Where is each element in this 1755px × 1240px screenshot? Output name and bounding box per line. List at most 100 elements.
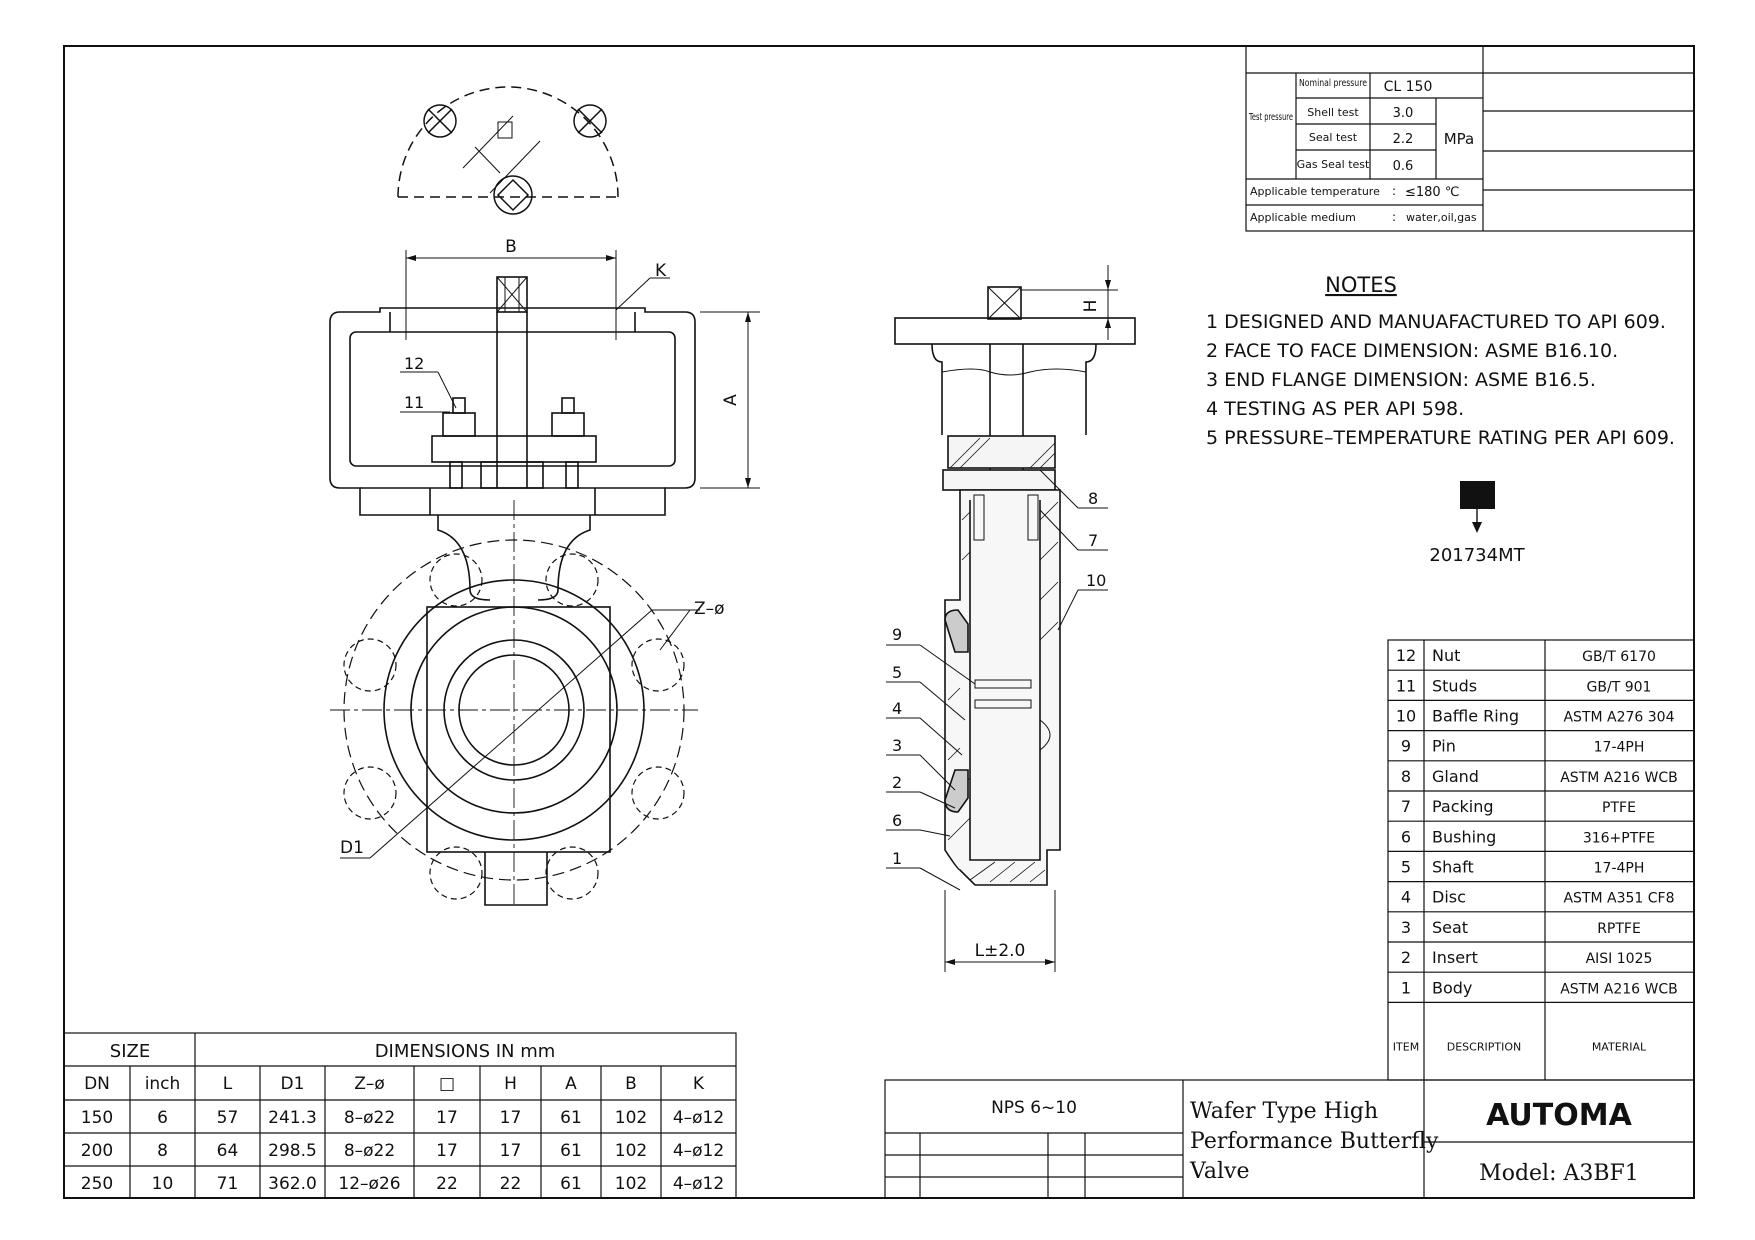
- dim-cell: 64: [217, 1141, 239, 1161]
- dim-label-h: H: [1081, 300, 1101, 313]
- model-number: Model: A3BF1: [1479, 1161, 1639, 1186]
- pressure-table: [1245, 45, 1695, 232]
- dim-cell: 12–ø26: [338, 1174, 400, 1194]
- section-view-drawing: [886, 265, 1136, 972]
- bom-description: Seat: [1432, 918, 1468, 937]
- size-range: NPS 6~10: [991, 1098, 1077, 1118]
- bom-item-number: 12: [1396, 646, 1416, 665]
- dim-cell: 298.5: [268, 1141, 317, 1161]
- dim-cell: 10: [152, 1174, 174, 1194]
- bom-description: Bushing: [1432, 827, 1496, 846]
- balloon-10: 10: [1086, 571, 1106, 590]
- bom-item-number: 1: [1401, 978, 1411, 997]
- balloon-3: 3: [892, 736, 902, 755]
- mounting-pad-top-view: [397, 86, 619, 215]
- bom-material: 17-4PH: [1594, 861, 1645, 877]
- bom-material: ASTM A276 304: [1563, 710, 1674, 726]
- bom-item-number: 5: [1401, 858, 1411, 877]
- front-view-drawing: [329, 250, 760, 906]
- dim-cell: 61: [560, 1108, 582, 1128]
- balloon-5: 5: [892, 663, 902, 682]
- bom-item-number: 9: [1401, 737, 1411, 756]
- dim-cell: 4–ø12: [673, 1141, 724, 1161]
- dim-cell: 17: [436, 1108, 458, 1128]
- medium-label: Applicable medium: [1250, 211, 1356, 224]
- dim-cell: 250: [81, 1174, 113, 1194]
- dim-cell: 150: [81, 1108, 113, 1128]
- bom-description: Body: [1432, 978, 1472, 997]
- dim-cell: 71: [217, 1174, 239, 1194]
- bom-item-number: 7: [1401, 797, 1411, 816]
- balloon-9: 9: [892, 625, 902, 644]
- dim-label-d1: D1: [340, 838, 364, 858]
- dim-cell: 241.3: [268, 1108, 317, 1128]
- dim-cell: 4–ø12: [673, 1174, 724, 1194]
- balloon-8: 8: [1088, 489, 1098, 508]
- title-line: Performance Butterfly: [1190, 1129, 1439, 1154]
- balloon-4: 4: [892, 699, 902, 718]
- balloon-7: 7: [1088, 531, 1098, 550]
- medium-value: water,oil,gas: [1406, 211, 1477, 224]
- shell-test-value: 3.0: [1393, 106, 1414, 121]
- dim-column-header: L: [223, 1074, 233, 1094]
- title-block: [884, 1079, 1695, 1199]
- bom-item-number: 8: [1401, 767, 1411, 786]
- note-item: 2 FACE TO FACE DIMENSION: ASME B16.10.: [1206, 340, 1618, 362]
- dim-cell: 102: [615, 1141, 647, 1161]
- title-line: Valve: [1189, 1159, 1249, 1184]
- bom-description: Shaft: [1432, 858, 1474, 877]
- shell-test-label: Shell test: [1307, 106, 1359, 119]
- bom-header-description: DESCRIPTION: [1447, 1041, 1521, 1054]
- notes-title: NOTES: [1325, 273, 1397, 297]
- test-pressure-label: Test pressure: [1248, 112, 1293, 123]
- dim-cell: 362.0: [268, 1174, 317, 1194]
- dim-cell: 8–ø22: [344, 1141, 395, 1161]
- balloon-2: 2: [892, 773, 902, 792]
- nominal-pressure-label: Nominal pressure: [1299, 78, 1367, 89]
- bom-item-number: 6: [1401, 827, 1411, 846]
- dim-cell: 6: [157, 1108, 168, 1128]
- seal-test-label: Seal test: [1309, 131, 1358, 144]
- bom-material: GB/T 901: [1587, 679, 1652, 695]
- bom-description: Gland: [1432, 767, 1479, 786]
- sheet-border: [63, 45, 1695, 1199]
- medium-colon: :: [1392, 210, 1396, 224]
- note-item: 3 END FLANGE DIMENSION: ASME B16.5.: [1206, 369, 1596, 391]
- dim-label-k: K: [655, 261, 667, 281]
- bom-description: Studs: [1432, 676, 1477, 695]
- dim-cell: 61: [560, 1174, 582, 1194]
- balloon-12: 12: [404, 354, 424, 373]
- bom-item-number: 2: [1401, 948, 1411, 967]
- bom-description: Pin: [1432, 737, 1456, 756]
- balloon-1: 1: [892, 849, 902, 868]
- dimensions-header: DIMENSIONS IN mm: [375, 1041, 556, 1062]
- bom-material: 17-4PH: [1594, 740, 1645, 756]
- temperature-colon: :: [1392, 184, 1396, 198]
- dim-cell: 8–ø22: [344, 1108, 395, 1128]
- dim-label-z: Z–ø: [694, 599, 725, 619]
- dim-label-a: A: [721, 394, 741, 406]
- temperature-label: Applicable temperature: [1250, 185, 1380, 198]
- title-line: Wafer Type High: [1190, 1099, 1378, 1124]
- dim-column-header: DN: [84, 1074, 110, 1094]
- dim-cell: 102: [615, 1108, 647, 1128]
- dim-cell: 17: [500, 1141, 522, 1161]
- bom-material: 316+PTFE: [1583, 830, 1655, 846]
- bom-table: [1387, 639, 1695, 1081]
- bom-material: ASTM A216 WCB: [1560, 981, 1678, 997]
- dim-column-header: inch: [145, 1074, 181, 1094]
- size-header: SIZE: [110, 1041, 150, 1062]
- qr-code-mark: [1460, 481, 1495, 509]
- dim-column-header: A: [565, 1074, 577, 1094]
- pressure-unit: MPa: [1444, 130, 1475, 148]
- dim-column-header: H: [504, 1074, 517, 1094]
- gas-seal-test-label: Gas Seal test: [1297, 158, 1370, 171]
- bom-description: Disc: [1432, 888, 1466, 907]
- dim-column-header: D1: [281, 1074, 305, 1094]
- note-item: 4 TESTING AS PER API 598.: [1206, 398, 1464, 420]
- balloon-11: 11: [404, 393, 424, 412]
- note-item: 1 DESIGNED AND MANUAFACTURED TO API 609.: [1206, 311, 1666, 333]
